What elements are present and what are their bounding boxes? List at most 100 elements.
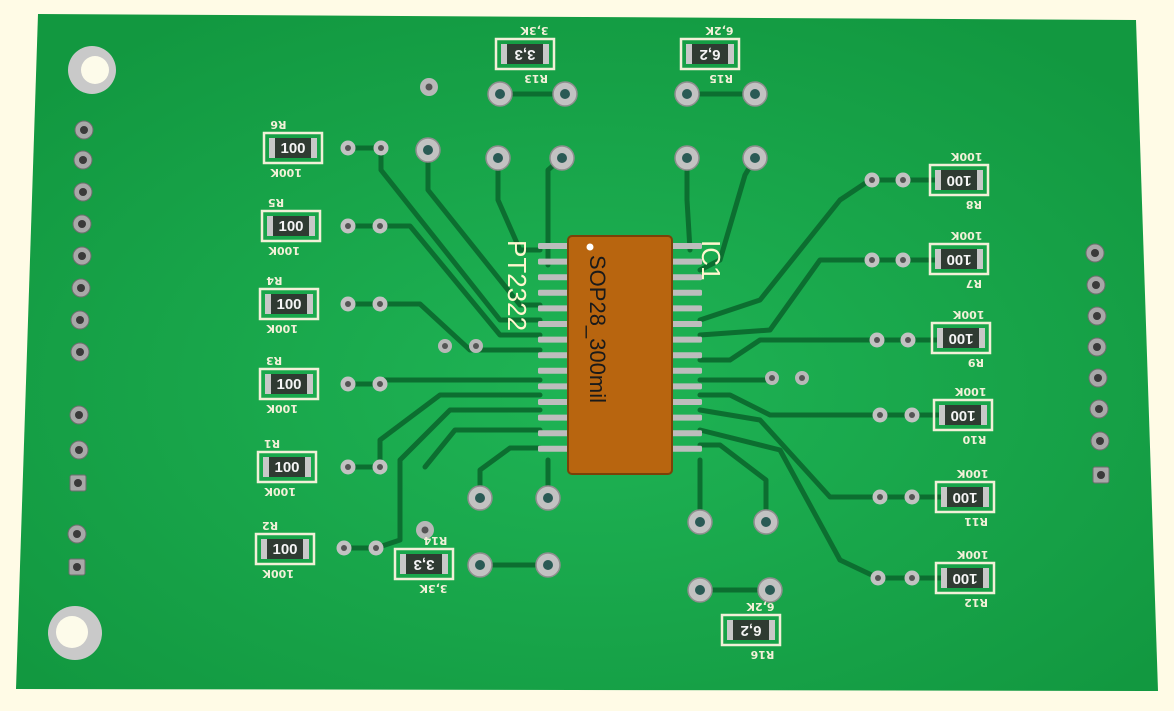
right-header-pins (1085, 243, 1110, 484)
resistor-body (943, 328, 979, 348)
resistor-ref-label: R10 (962, 433, 986, 446)
small-pad (895, 252, 911, 268)
through-hole-pad (487, 81, 513, 107)
resistor-silkscreen-outline (262, 131, 324, 165)
resistor-marking: 100 (274, 459, 299, 476)
mounting-hole-bottom (48, 606, 102, 660)
resistor-marking: 3,3 (414, 556, 435, 573)
resistor-body (941, 249, 977, 269)
through-hole-pad (485, 145, 511, 171)
resistor-value-label: 3,3K (520, 24, 548, 37)
resistor-body (692, 44, 728, 64)
small-pad (336, 540, 352, 556)
resistor-ref-label: R7 (966, 277, 982, 290)
small-pad (904, 570, 920, 586)
header-pin (1085, 243, 1105, 263)
header-pin (72, 246, 92, 266)
header-pin (1088, 368, 1108, 388)
header-pin (1086, 275, 1106, 295)
resistor-marking: 100 (278, 218, 303, 235)
resistor-silkscreen-outline (258, 287, 320, 321)
small-pad (373, 140, 389, 156)
resistor-body (273, 216, 309, 236)
resistor-marking: 100 (280, 140, 305, 157)
resistor-ref-label: R2 (262, 519, 278, 532)
ic-pin-left (538, 258, 570, 265)
header-pin (69, 440, 89, 460)
ic-pin1-dot (586, 243, 594, 251)
resistor-value-label: 100K (951, 150, 983, 163)
resistor-silkscreen-outline (934, 480, 996, 514)
ic-pin-left (538, 367, 570, 374)
resistor-body (406, 554, 442, 574)
through-hole-pad (535, 552, 561, 578)
ic-pin-right (670, 258, 702, 265)
resistor-body (507, 44, 543, 64)
small-pad (372, 296, 388, 312)
resistor-silkscreen-outline (930, 321, 992, 355)
small-pad (372, 459, 388, 475)
small-pad (340, 140, 356, 156)
through-hole-pad (467, 552, 493, 578)
resistor-side-pads (336, 140, 920, 586)
header-pin (1087, 337, 1107, 357)
resistor-value-label: 100K (264, 485, 296, 498)
ic-pin-left (538, 430, 570, 437)
resistor-ref-label: R12 (964, 596, 988, 609)
resistor-r6: 100 R6 100K (262, 118, 324, 179)
ic-chip: SOP28_300mil (538, 235, 702, 475)
resistor-silkscreen-outline (260, 209, 322, 243)
ic-pin-left (538, 352, 570, 359)
through-hole-pad (753, 509, 779, 535)
header-pin (70, 342, 90, 362)
resistor-ref-label: R15 (709, 72, 733, 85)
resistor-silkscreen-outline (258, 367, 320, 401)
resistor-body (271, 374, 307, 394)
small-pad (870, 570, 886, 586)
header-pin (69, 405, 89, 425)
ic-pin-right (670, 414, 702, 421)
resistor-value-label: 100K (953, 308, 985, 321)
resistor-marking: 100 (272, 541, 297, 558)
small-pad (372, 218, 388, 234)
resistor-silkscreen-outline (393, 547, 455, 581)
through-hole-pad (674, 81, 700, 107)
resistor-marking: 100 (276, 376, 301, 393)
small-pad (869, 332, 885, 348)
resistor-silkscreen-outline (254, 532, 316, 566)
resistor-marking: 3,3 (515, 46, 536, 63)
ic-pin-right (670, 274, 702, 281)
resistor-ref-label: R1 (264, 437, 280, 450)
header-pin (1087, 306, 1107, 326)
ic-pin-right (670, 321, 702, 327)
ic-pin-right (670, 383, 702, 390)
header-pin (70, 310, 90, 330)
through-hole-pad (742, 145, 768, 171)
resistor-ref-label: R5 (268, 196, 284, 209)
ic-pin-right (670, 399, 702, 405)
resistor-body (267, 539, 303, 559)
resistor-silkscreen-outline (720, 613, 782, 647)
resistor-body (945, 405, 981, 425)
header-pin (69, 474, 87, 492)
through-hole-pad (467, 485, 493, 511)
resistor-ref-label: R16 (750, 648, 774, 661)
header-pin (1089, 399, 1109, 419)
resistor-silkscreen-outline (256, 450, 318, 484)
resistor-ref-label: R3 (266, 354, 282, 367)
resistor-marking: 100 (952, 570, 977, 587)
resistor-silkscreen-outline (928, 242, 990, 276)
resistor-ref-label: R6 (270, 118, 286, 131)
through-hole-pad (687, 577, 713, 603)
resistor-body (269, 457, 305, 477)
small-pad (904, 407, 920, 423)
small-pad (368, 540, 384, 556)
resistor-silkscreen-outline (934, 561, 996, 595)
resistor-value-label: 100K (270, 166, 302, 179)
through-hole-pad (687, 509, 713, 535)
